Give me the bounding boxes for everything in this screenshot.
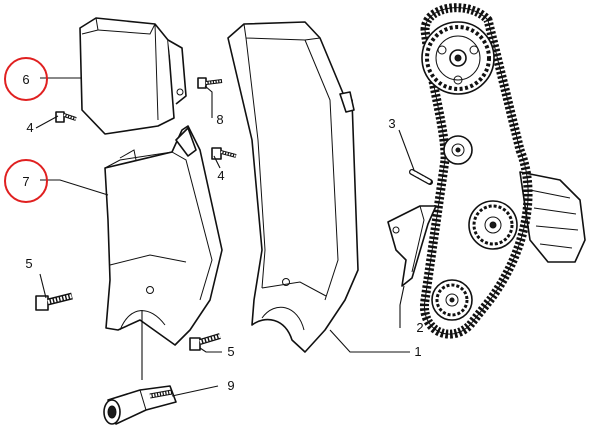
- camshaft-pulley: [421, 21, 495, 95]
- callout-2: 2: [416, 320, 423, 335]
- intermediate-pulley: [468, 200, 518, 250]
- part-6-upper-cover: [79, 17, 187, 135]
- part-5-bolt-right: [189, 333, 221, 351]
- leader-lines: [35, 77, 415, 397]
- timing-belt-assembly: [420, 3, 586, 339]
- callout-7: 7: [22, 174, 29, 189]
- highlight-circle-6: [4, 57, 48, 101]
- highlight-circle-7: [4, 159, 48, 203]
- part-2-bracket: [387, 205, 437, 287]
- part-5-bolt-left: [35, 292, 73, 311]
- part-8-bolt: [197, 77, 223, 89]
- part-4-screw-upper: [55, 111, 77, 123]
- crankshaft-pulley: [431, 279, 473, 321]
- part-7-lower-cover: [104, 125, 223, 346]
- tensioner-pulley: [443, 135, 473, 165]
- callout-5a: 5: [25, 256, 32, 271]
- callout-4b: 4: [217, 168, 224, 183]
- callout-9: 9: [227, 378, 234, 393]
- callout-6: 6: [22, 72, 29, 87]
- callout-8: 8: [216, 112, 223, 127]
- part-4-screw-lower: [211, 147, 237, 160]
- callout-5b: 5: [227, 344, 234, 359]
- callout-1: 1: [414, 344, 421, 359]
- callout-4a: 4: [26, 120, 33, 135]
- part-9-spacer: [103, 385, 177, 425]
- callout-3: 3: [388, 116, 395, 131]
- engine-block: [519, 171, 586, 263]
- part-3-stud: [409, 169, 433, 185]
- part-1-main-cover: [227, 21, 359, 353]
